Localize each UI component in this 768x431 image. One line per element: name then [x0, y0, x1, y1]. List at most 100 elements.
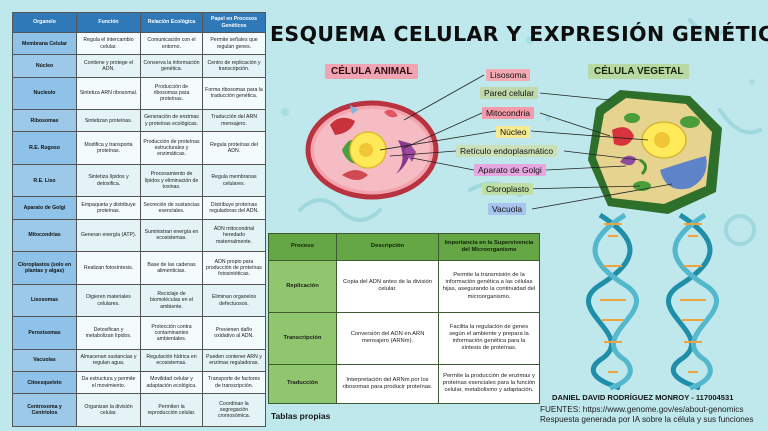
table-cell: Transporte de factores de transcripción.	[202, 371, 266, 395]
organelle-tag-pared-celular: Pared celular	[480, 87, 539, 99]
table-cell: Suministran energía en ecosistemas.	[140, 218, 203, 253]
table-cell: Interpretación del ARNm por los ribosoma…	[336, 363, 439, 405]
column-header: Organelo	[12, 12, 77, 33]
organelle-name-cell: Centrosoma y Centriolos	[12, 393, 77, 427]
plant-cell-label: CÉLULA VEGETAL	[588, 64, 690, 79]
organelle-name-cell: Lisosomas	[12, 283, 77, 318]
table-cell: Modifica y transporta proteínas.	[76, 131, 141, 165]
table-cell: Previenen daño oxidativo al ADN.	[202, 316, 266, 350]
table-cell: Reciclaje de biomoléculas en el ambiente…	[140, 283, 203, 318]
table-cell: Regula membranas celulares.	[202, 163, 266, 198]
table-cell: Realizan fotosíntesis.	[76, 251, 141, 285]
table-cell: Movilidad celular y adaptación ecológica…	[140, 371, 203, 395]
organelle-tag-nucleo: Núcleo	[496, 126, 531, 138]
process-name-cell: Replicación	[268, 260, 337, 313]
dna-helix-left	[586, 212, 639, 390]
animal-cell-label: CÉLULA ANIMAL	[325, 64, 419, 79]
table-row: Cloroplastos (solo en plantas y algas)Re…	[12, 251, 266, 285]
table-cell: Protección contra contaminantes ambienta…	[140, 316, 203, 350]
process-name-cell: Transcripción	[268, 311, 337, 365]
dna-helix-illustration	[586, 212, 719, 390]
table-cell: Producción de ribosomas para proteínas.	[140, 76, 203, 111]
table-cell: ADN propio para producción de proteínas …	[202, 251, 266, 285]
table-cell: Digieren materiales celulares.	[76, 283, 141, 318]
organelle-name-cell: Nucleolo	[12, 76, 77, 111]
organelle-name-cell: Cloroplastos (solo en plantas y algas)	[12, 251, 77, 285]
table-cell: Sintetizan proteínas.	[76, 109, 141, 133]
table-cell: Da estructura y permite el movimiento.	[76, 371, 141, 395]
table-cell: Secreción de sustancias esenciales.	[140, 196, 203, 220]
table-cell: Regulación hídrica en ecosistemas.	[140, 348, 203, 373]
table-cell: Centro de replicación y transcripción.	[202, 54, 266, 78]
organelle-name-cell: R.E. Liso	[12, 163, 77, 198]
table-cell: Comunicación con el entorno.	[140, 31, 203, 56]
organelle-tag-golgi: Aparato de Golgi	[474, 164, 546, 176]
organelle-name-cell: Núcleo	[12, 54, 77, 78]
table-cell: Pueden contener ARN y enzimas reguladora…	[202, 348, 266, 373]
table-cell: Traducción del ARN mensajero.	[202, 109, 266, 133]
mitochondria-shape	[330, 117, 355, 135]
plant-cell	[588, 90, 722, 214]
organelle-table-header: Organelo Función Relación Ecológica Pape…	[12, 12, 266, 33]
organelle-name-cell: Mitocondrias	[12, 218, 77, 253]
column-header: Importancia en la Supervivencia del Micr…	[438, 233, 540, 261]
tables-caption: Tablas propias	[271, 411, 331, 421]
table-cell: Permite señales que regulan genes.	[202, 31, 266, 56]
process-table: Proceso Descripción Importancia en la Su…	[268, 233, 540, 405]
table-cell: Contiene y protege el ADN.	[76, 54, 141, 78]
process-table-header: Proceso Descripción Importancia en la Su…	[268, 233, 540, 261]
table-cell: Distribuye proteínas reguladoras del ADN…	[202, 196, 266, 220]
organelle-table: Organelo Función Relación Ecológica Pape…	[12, 12, 266, 427]
organelle-tag-cloroplasto: Cloroplasto	[482, 183, 533, 195]
table-cell: Copia del ADN antes de la división celul…	[336, 260, 439, 313]
organelle-name-cell: Peroxisomas	[12, 316, 77, 350]
table-cell: Organizan la división celular.	[76, 393, 141, 427]
animal-cell	[305, 100, 439, 200]
organelle-name-cell: Ribosomas	[12, 109, 77, 133]
table-cell: Base de las cadenas alimenticias.	[140, 251, 203, 285]
organelle-tag-mitocondria: Mitocondria	[482, 107, 534, 119]
table-cell: Regula proteínas del ADN.	[202, 131, 266, 165]
column-header: Proceso	[268, 233, 337, 261]
column-header: Papel en Procesos Genéticos	[202, 12, 266, 33]
organelle-name-cell: Citoesqueleto	[12, 371, 77, 395]
source-line: FUENTES: https://www.genome.gov/es/about…	[540, 405, 744, 414]
organelle-tag-vacuola: Vacuola	[488, 203, 527, 215]
page-title: ESQUEMA CELULAR Y EXPRESIÓN GENÉTICA	[270, 22, 768, 46]
table-cell: Conserva la información genética.	[140, 54, 203, 78]
organelle-tag-reticulo: Retículo endoplasmático	[456, 145, 558, 157]
table-cell: Permite la producción de enzimas y prote…	[438, 363, 540, 405]
table-cell: Generan energía (ATP).	[76, 218, 141, 253]
table-cell: Forma ribosomas para la traducción genét…	[202, 76, 266, 111]
organelle-name-cell: Membrana Celular	[12, 31, 77, 56]
sources-block: FUENTES: https://www.genome.gov/es/about…	[540, 405, 766, 426]
organelle-name-cell: Vacuolas	[12, 348, 77, 373]
process-name-cell: Traducción	[268, 363, 337, 405]
table-cell: Coordinan la segregación cromosómica.	[202, 393, 266, 427]
table-cell: ADN mitocondrial heredado maternalmente.	[202, 218, 266, 253]
author-line: DANIEL DAVID RODRÍGUEZ MONROY - 11700453…	[552, 393, 734, 402]
table-cell: Permiten la reproducción celular.	[140, 393, 203, 427]
organelle-name-cell: R.E. Rugoso	[12, 131, 77, 165]
table-cell: Procesamiento de lípidos y eliminación d…	[140, 163, 203, 198]
organelle-name-cell: Aparato de Golgi	[12, 196, 77, 220]
column-header: Función	[76, 12, 141, 33]
